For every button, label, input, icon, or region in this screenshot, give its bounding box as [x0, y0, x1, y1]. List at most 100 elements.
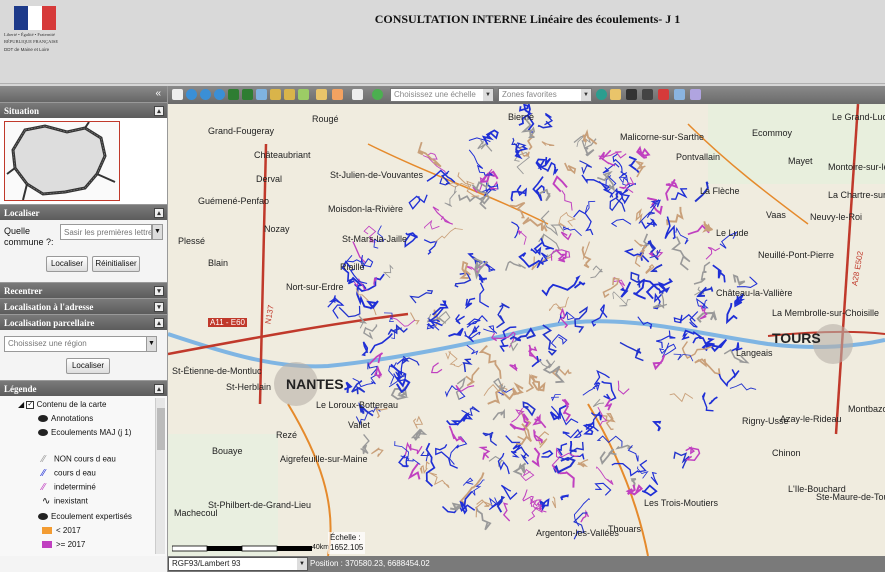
map-city-label: Nort-sur-Erdre — [286, 282, 344, 292]
expand-toggle-icon[interactable]: ▾ — [154, 302, 164, 312]
river-segment — [520, 117, 536, 139]
collapse-toggle-icon[interactable]: ▴ — [154, 208, 164, 218]
save-icon[interactable] — [642, 89, 653, 100]
scale-select[interactable]: Choisissez une échelle ▼ — [390, 88, 494, 102]
binoculars-icon[interactable] — [626, 89, 637, 100]
globe-icon[interactable] — [596, 89, 607, 100]
eye-icon[interactable] — [38, 415, 48, 423]
scrollbar-thumb[interactable] — [157, 408, 165, 450]
chevron-down-icon[interactable]: ▼ — [483, 89, 493, 101]
pencil-icon[interactable] — [610, 89, 621, 100]
republique-francaise-logo: Liberté • Égalité • Fraternité RÉPUBLIQU… — [4, 6, 66, 62]
overview-minimap[interactable] — [4, 121, 120, 201]
section-situation[interactable]: Situation ▴ — [0, 102, 167, 118]
full-extent-icon[interactable] — [256, 89, 267, 100]
legend-item[interactable]: Ecoulement expertisés — [38, 512, 132, 521]
map-city-label: Le Grand-Lucé — [832, 112, 885, 122]
double-chevron-left-icon[interactable]: « — [155, 88, 161, 99]
river-segment — [428, 307, 444, 327]
river-segment — [673, 313, 696, 324]
river-segment — [483, 260, 496, 272]
river-segment — [360, 433, 370, 455]
print-icon[interactable] — [674, 89, 685, 100]
river-segment — [496, 495, 506, 513]
river-segment — [635, 208, 643, 224]
annotation-icon[interactable] — [352, 89, 363, 100]
logo-republic: RÉPUBLIQUE FRANÇAISE — [4, 39, 59, 44]
map-city-label: St-Mars-la-Jaille — [342, 234, 408, 244]
measure-area-icon[interactable] — [284, 89, 295, 100]
river-segment — [648, 251, 664, 258]
previous-view-icon[interactable] — [228, 89, 239, 100]
zoom-out-icon[interactable] — [214, 89, 225, 100]
parcellaire-localiser-button[interactable]: Localiser — [66, 358, 110, 374]
legend-item[interactable]: Ecoulements MAJ (j 1) — [38, 428, 131, 437]
legend-item: ∕∕cours d eau — [42, 468, 96, 479]
legend-scrollbar[interactable] — [155, 398, 165, 554]
river-segment — [459, 260, 471, 280]
region-select[interactable]: Choissisez une région — [4, 336, 152, 352]
commune-input[interactable] — [60, 224, 152, 240]
collapse-toggle-icon[interactable]: ▴ — [154, 106, 164, 116]
chevron-down-icon[interactable]: ▼ — [146, 336, 157, 352]
river-segment — [584, 200, 596, 214]
map-view[interactable]: Châteaubriant Nort-sur-Erdre NANTES TOUR… — [168, 104, 885, 556]
info-icon[interactable] — [298, 89, 309, 100]
situation-overview — [0, 118, 167, 204]
measure-distance-icon[interactable] — [270, 89, 281, 100]
river-segment — [550, 334, 568, 348]
river-segment — [401, 355, 420, 366]
zoom-box-icon[interactable] — [186, 89, 197, 100]
next-view-icon[interactable] — [242, 89, 253, 100]
projection-value: RGF93/Lambert 93 — [172, 559, 241, 568]
tree-expand-icon[interactable]: ◢ — [18, 400, 25, 409]
legend-root[interactable]: ◢ ✓ Contenu de la carte — [18, 400, 106, 409]
reset-button[interactable]: Réinitialiser — [92, 256, 140, 272]
river-segment — [346, 254, 362, 263]
chevron-down-icon[interactable]: ▼ — [152, 224, 163, 240]
map-canvas[interactable] — [168, 104, 885, 556]
parcellaire-body: Choissisez une région ▼ Localiser — [0, 330, 167, 380]
zoom-in-icon[interactable] — [200, 89, 211, 100]
river-segment — [634, 160, 646, 178]
section-adresse[interactable]: Localisation à l'adresse ▾ — [0, 298, 167, 314]
river-segment — [454, 272, 472, 288]
header: Liberté • Égalité • Fraternité RÉPUBLIQU… — [0, 0, 885, 84]
draw-icon[interactable] — [332, 89, 343, 100]
projection-select[interactable]: RGF93/Lambert 93 ▼ — [168, 557, 308, 571]
legend-item[interactable]: Annotations — [38, 414, 93, 423]
chevron-down-icon[interactable]: ▼ — [581, 89, 591, 101]
river-segment — [576, 459, 589, 468]
river-segment — [483, 325, 498, 334]
river-segment — [619, 177, 635, 194]
river-segment — [455, 384, 475, 393]
refresh-icon[interactable] — [372, 89, 383, 100]
map-city-label: Châteaubriant — [254, 150, 311, 160]
zones-select[interactable]: Zones favorites ▼ — [498, 88, 592, 102]
section-recentrer[interactable]: Recentrer ▾ — [0, 282, 167, 298]
road-label: A11 - E60 — [208, 318, 247, 327]
checkbox-icon[interactable]: ✓ — [26, 400, 35, 409]
section-localiser-title: Localiser — [4, 208, 40, 218]
localiser-button[interactable]: Localiser — [46, 256, 88, 272]
pdf-icon[interactable] — [658, 89, 669, 100]
section-parcellaire[interactable]: Localisation parcellaire ▴ — [0, 314, 167, 330]
river-segment — [582, 241, 590, 260]
river-segment — [598, 149, 616, 167]
section-legende[interactable]: Légende ▴ — [0, 380, 167, 396]
layers-icon[interactable] — [316, 89, 327, 100]
eye-icon[interactable] — [38, 429, 48, 437]
help-icon[interactable] — [690, 89, 701, 100]
collapse-toggle-icon[interactable]: ▴ — [154, 318, 164, 328]
expand-toggle-icon[interactable]: ▾ — [154, 286, 164, 296]
chevron-down-icon[interactable]: ▼ — [297, 558, 307, 570]
section-localiser[interactable]: Localiser ▴ — [0, 204, 167, 220]
river-segment — [349, 268, 368, 285]
river-segment — [512, 462, 527, 476]
pan-hand-icon[interactable] — [172, 89, 183, 100]
collapse-toggle-icon[interactable]: ▴ — [154, 384, 164, 394]
river-segment — [475, 499, 493, 518]
river-segment — [509, 202, 526, 219]
eye-icon[interactable] — [38, 513, 48, 521]
river-segment — [574, 306, 588, 334]
